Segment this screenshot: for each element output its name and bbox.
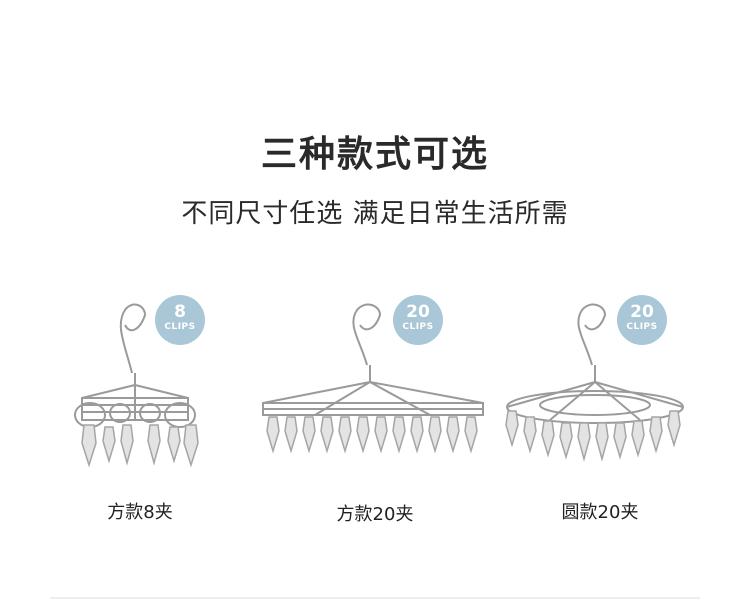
divider [50, 597, 700, 599]
product-label: 方款20夹 [336, 504, 414, 525]
clips-badge: 8 CLIPS [155, 295, 205, 345]
round-clip-hanger-icon [505, 303, 684, 462]
clips-badge: 20 CLIPS [393, 295, 443, 345]
product-square-8[interactable]: 8 CLIPS 方款8夹 [20, 285, 260, 535]
badge-number: 20 [406, 302, 430, 322]
product-label: 方款8夹 [107, 502, 173, 523]
product-label: 圆款20夹 [561, 502, 639, 523]
product-round-20[interactable]: 20 CLIPS 圆款20夹 [480, 285, 720, 535]
badge-unit: CLIPS [402, 322, 434, 332]
clips-badge: 20 CLIPS [617, 295, 667, 345]
badge-unit: CLIPS [164, 322, 196, 332]
page-subtitle: 不同尺寸任选 满足日常生活所需 [181, 199, 569, 229]
badge-number: 8 [174, 302, 186, 322]
product-square-20[interactable]: 20 CLIPS 方款20夹 [255, 285, 495, 535]
square-clip-hanger-icon [74, 303, 199, 468]
badge-unit: CLIPS [626, 322, 658, 332]
badge-number: 20 [630, 302, 654, 322]
page-title: 三种款式可选 [260, 134, 489, 175]
square-clip-hanger-icon [262, 303, 484, 454]
